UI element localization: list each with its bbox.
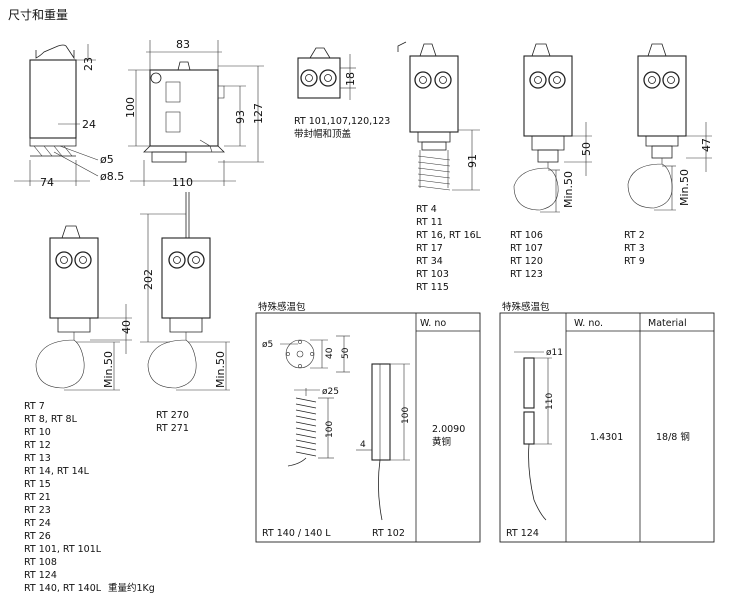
dim-100: 100 [124,97,137,118]
page-title: 尺寸和重量 [8,8,68,22]
sensor-dim: 100 [401,407,411,424]
rt7-item: RT 13 [24,453,51,464]
wno-value: 2.0090 [432,424,465,435]
sensor-dim: ø25 [322,387,339,397]
dim-47: 47 [700,138,713,152]
sensor-label: RT 124 [506,528,539,539]
dim-min50: Min.50 [678,169,691,206]
rt2-device: 47 Min.50 RT 2 RT 3 RT 9 [624,43,713,267]
sensor-label: RT 102 [372,528,405,539]
rt7-item: RT 21 [24,492,51,503]
rt7-item: RT 140, RT 140L [24,583,102,594]
sensor-dim: 4 [360,440,366,450]
sensor-label: RT 140 / 140 L [262,528,331,539]
rt4-item: RT 11 [416,217,443,228]
rt4-item: RT 103 [416,269,449,280]
panel-heading: 特殊感温包 [258,301,306,313]
rt4-item: RT 115 [416,282,449,293]
rt4-item: RT 17 [416,243,443,254]
sensor-dim: 100 [325,421,335,438]
rt7-item: RT 12 [24,440,51,451]
dim-o85: ø8.5 [100,170,124,183]
special-sensor-panel-2: 特殊感温包 W. no. Material 1.4301 18/8 钢 ø11 … [499,301,715,543]
rt7-item: RT 8, RT 8L [24,414,78,425]
material-value: 黄铜 [432,436,451,448]
sensor-dim: 50 [341,347,351,359]
rt2-item: RT 3 [624,243,645,254]
col-header-material: Material [648,318,687,329]
sensor-dim: ø5 [262,340,273,350]
front-view-switch: 23 24 ø5 ø8.5 74 [14,44,124,189]
dim-93: 93 [234,110,247,124]
side-view-switch: 83 100 93 127 110 [124,38,265,189]
rt7-item: RT 23 [24,505,51,516]
panel-heading: 特殊感温包 [502,301,550,313]
dim-91: 91 [466,154,479,168]
material-value: 18/8 钢 [656,431,690,443]
dim-202: 202 [142,269,155,290]
rt270-device: 202 Min.50 RT 270 RT 271 [140,192,230,434]
weight-note: 重量约1Kg [108,582,155,594]
dim-50: 50 [580,142,593,156]
rt7-item: RT 108 [24,557,57,568]
rt7-item: RT 24 [24,518,51,529]
rt106-item: RT 123 [510,269,543,280]
rt106-device: 50 Min.50 RT 106 RT 107 RT 120 RT 123 [510,43,593,280]
rt4-device: 91 RT 4 RT 11 RT 16, RT 16L RT 17 RT 34 … [397,41,482,293]
sensor-dim: 110 [545,393,555,410]
rt7-item: RT 10 [24,427,51,438]
rt7-item: RT 14, RT 14L [24,466,90,477]
dim-o5: ø5 [100,153,114,166]
rt4-item: RT 34 [416,256,443,267]
rt2-item: RT 2 [624,230,645,241]
sensor-dim: ø11 [546,348,563,358]
rt7-item: RT 26 [24,531,51,542]
wno-value: 1.4301 [590,432,623,443]
dim-min50: Min.50 [562,171,575,208]
rt106-item: RT 106 [510,230,543,241]
dim-23: 23 [82,57,95,71]
rt4-item: RT 4 [416,204,437,215]
dim-18: 18 [344,72,357,86]
dim-24: 24 [82,118,96,131]
dim-83: 83 [176,38,190,51]
rt7-item: RT 15 [24,479,51,490]
rt2-item: RT 9 [624,256,645,267]
rt7-item: RT 124 [24,570,57,581]
dim-74: 74 [40,176,54,189]
dim-127: 127 [252,103,265,124]
col-header-wno: W. no. [574,318,603,329]
rt4-item: RT 16, RT 16L [416,230,482,241]
sensor-dim: 40 [325,347,335,359]
rt270-item: RT 270 [156,410,189,421]
dim-min50: Min.50 [102,351,115,388]
rt106-item: RT 120 [510,256,543,267]
rt7-item: RT 7 [24,401,45,412]
rt106-item: RT 107 [510,243,543,254]
cap-variant: 18 RT 101,107,120,123 带封帽和顶盖 [294,47,390,140]
dim-min50: Min.50 [214,351,227,388]
special-sensor-panel-1: 特殊感温包 W. no 2.0090 黄铜 ø5 40 50 ø25 100 [255,301,481,543]
rt270-item: RT 271 [156,423,189,434]
rt7-item: RT 101, RT 101L [24,544,102,555]
col-header-wno: W. no [420,318,446,329]
dim-110: 110 [172,176,193,189]
cap-models: RT 101,107,120,123 [294,116,390,127]
dim-40: 40 [120,320,133,334]
rt7-device: 40 Min.50 RT 7 RT 8, RT 8L RT 10 RT 12 R… [24,225,155,594]
cap-note: 带封帽和顶盖 [294,128,352,140]
